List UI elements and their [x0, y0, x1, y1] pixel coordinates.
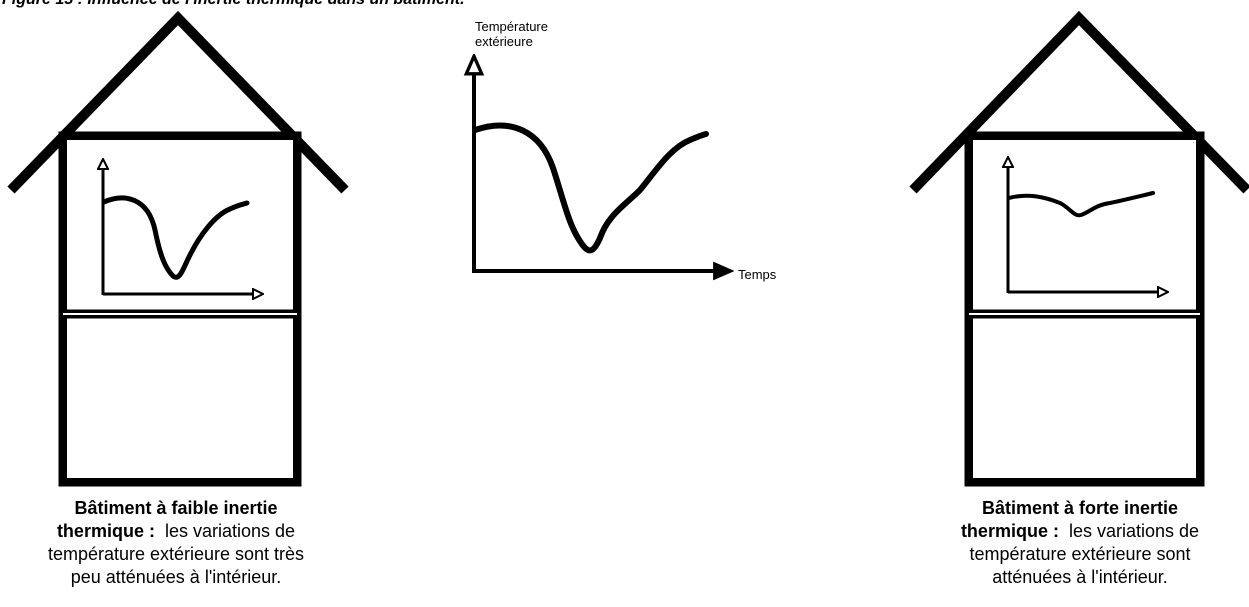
outdoor-x-axis-label: Temps	[738, 267, 777, 282]
right-caption-line-3: température extérieure sont	[969, 544, 1191, 564]
right-caption-line-4: atténuées à l'intérieur.	[992, 567, 1168, 587]
right-indoor-curve	[1007, 191, 1155, 218]
left-indoor-graph	[103, 164, 258, 295]
right-house	[909, 10, 1249, 487]
figure-title: Figure 15 : Influence de l'inertie therm…	[2, 0, 465, 9]
left-caption-line-2: les variations de	[164, 521, 296, 541]
right-indoor-graph	[1008, 162, 1163, 293]
right-caption-bold-1: Bâtiment à forte inertie	[981, 498, 1179, 518]
left-house	[7, 10, 349, 487]
left-house-caption: Bâtiment à faible inertie thermique : le…	[36, 497, 316, 589]
left-indoor-curve	[101, 195, 250, 280]
left-caption-line-4: peu atténuées à l'intérieur.	[70, 567, 282, 587]
left-caption-line-3: température extérieure sont très	[47, 544, 305, 564]
outdoor-graph	[472, 65, 723, 272]
right-caption-bold-2: thermique :	[960, 521, 1059, 541]
outdoor-curve	[472, 122, 709, 254]
left-house-body	[58, 131, 302, 487]
right-house-caption: Bâtiment à forte inertie thermique : les…	[940, 497, 1220, 589]
y-label-line-2: extérieure	[475, 34, 533, 49]
right-house-body	[964, 131, 1205, 487]
y-label-line-1: Température	[475, 19, 548, 34]
outdoor-y-axis-label: Température extérieure	[475, 19, 575, 49]
left-caption-bold-1: Bâtiment à faible inertie	[74, 498, 278, 518]
right-caption-line-2: les variations de	[1068, 521, 1200, 541]
left-caption-bold-2: thermique :	[56, 521, 155, 541]
